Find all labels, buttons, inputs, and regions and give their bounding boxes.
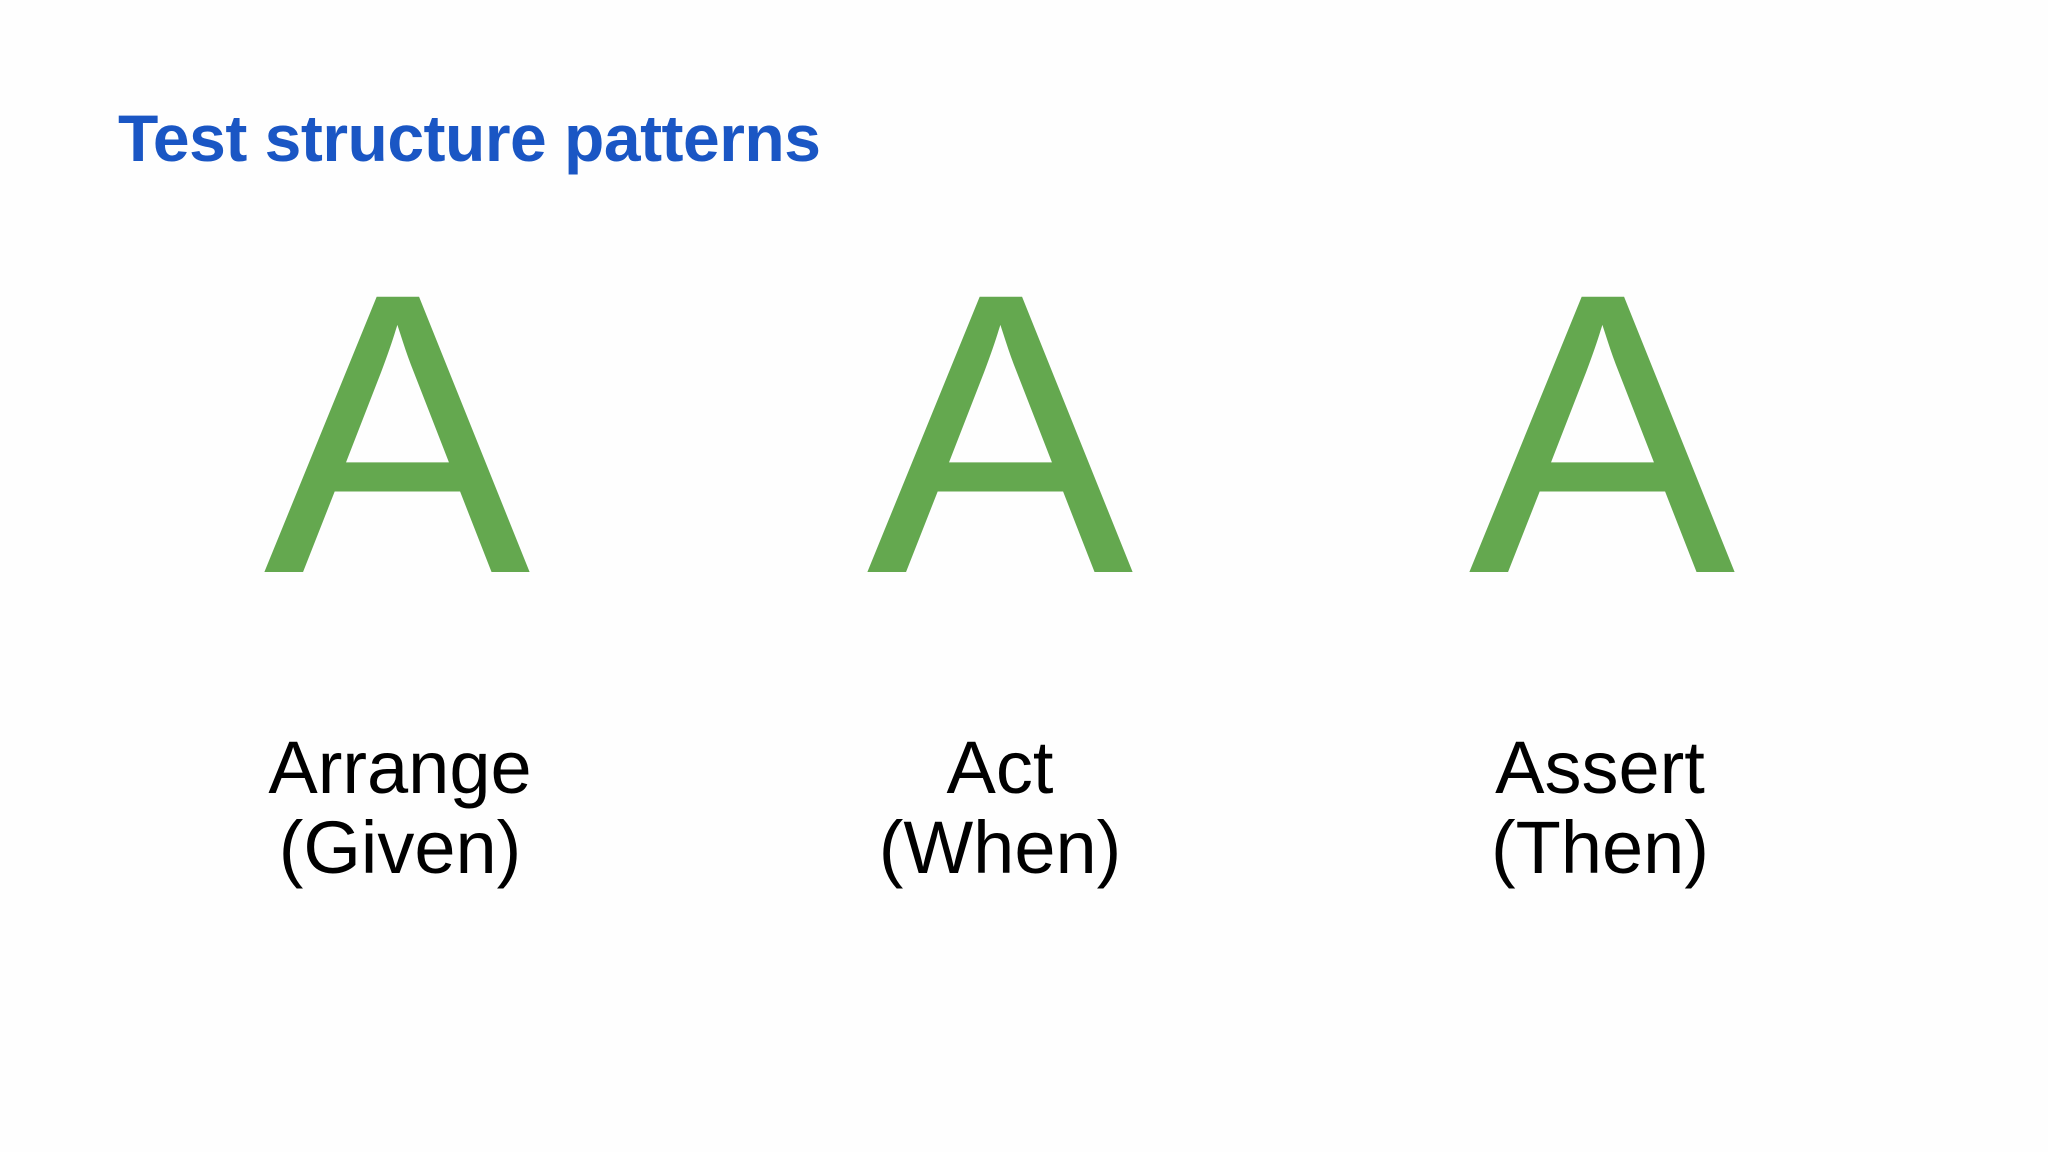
pattern-label-act: Act xyxy=(946,726,1054,809)
page-title: Test structure patterns xyxy=(118,101,821,175)
pattern-label-arrange: Arrange xyxy=(268,726,532,809)
letter-a-green-icon: A xyxy=(1468,210,1736,657)
pattern-label-assert: Assert xyxy=(1495,726,1705,809)
letter-a-green-icon: A xyxy=(263,210,531,657)
pattern-alias-given: (Given) xyxy=(278,805,522,889)
pattern-column-assert: A Assert (Then) xyxy=(1340,210,1860,888)
pattern-alias-when: (When) xyxy=(878,805,1122,889)
pattern-caption-act: Act (When) xyxy=(879,728,1122,888)
pattern-caption-arrange: Arrange (Given) xyxy=(268,728,531,888)
aaa-pattern-row: A Arrange (Given) A Act (When) A Assert … xyxy=(140,210,1860,888)
pattern-column-arrange: A Arrange (Given) xyxy=(140,210,660,888)
letter-a-green-icon: A xyxy=(866,210,1134,657)
pattern-alias-then: (Then) xyxy=(1491,805,1709,889)
pattern-caption-assert: Assert (Then) xyxy=(1491,728,1709,888)
pattern-column-act: A Act (When) xyxy=(740,210,1260,888)
